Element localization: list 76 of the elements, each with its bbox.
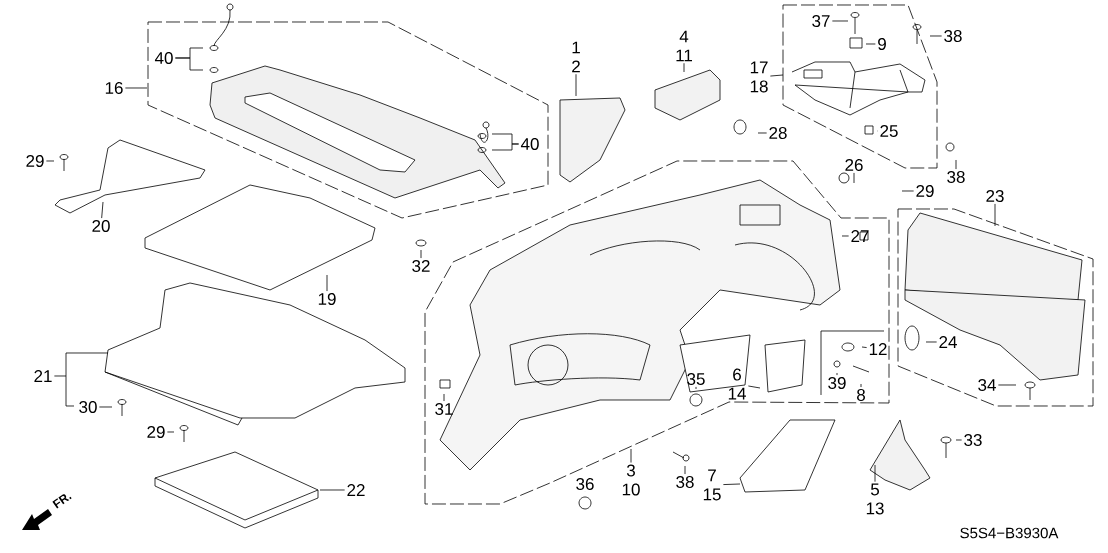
direction-label: FR. (52, 494, 72, 509)
callout-number: 40 (154, 51, 173, 64)
callout-number: 38 (944, 30, 962, 42)
callout-number: 4 11 (676, 30, 692, 62)
leader-line (994, 203, 996, 227)
callout-number: 21 (34, 370, 52, 382)
drawing-code: S5S4−B3930A (960, 527, 1059, 539)
leader-line (955, 159, 957, 170)
callout-number: 38 (947, 170, 965, 183)
leader-line (901, 190, 915, 192)
leader-line (420, 249, 422, 259)
callout-number: 27 (851, 230, 869, 242)
callout-number: 8 (857, 388, 865, 401)
callout-number: 37 (812, 15, 830, 27)
leader-line (326, 274, 328, 292)
callout-number: 9 (878, 37, 886, 50)
callout-number: 38 (676, 475, 694, 488)
callout-number: 23 (986, 189, 1004, 202)
callout-number: 17 18 (750, 61, 768, 93)
leader-line (684, 465, 686, 475)
callout-number: 26 (845, 158, 863, 171)
callout-number: 34 (978, 378, 996, 391)
leader-line (861, 346, 868, 348)
callout-number: 20 (92, 219, 110, 232)
leader-line (860, 383, 862, 388)
leader-line (836, 372, 838, 376)
callout-number: 39 (828, 376, 846, 389)
leader-line (166, 431, 175, 433)
callout-number: 32 (412, 259, 430, 272)
leader-line (101, 201, 104, 219)
callout-number: 6 14 (728, 368, 746, 400)
leader-line (929, 35, 943, 37)
leader-line (319, 489, 346, 491)
callout-number: 35 (687, 372, 705, 385)
leader-line (124, 87, 148, 89)
callout-number: 16 (105, 82, 123, 94)
leader-line (53, 352, 109, 407)
leader-line (955, 439, 963, 441)
callout-number: 40 (520, 137, 539, 150)
leader-line (722, 483, 741, 485)
leader-line (45, 160, 55, 162)
callout-number: 33 (964, 433, 982, 446)
leader-line (865, 43, 876, 45)
callout-number: 3 10 (622, 464, 640, 496)
leader-line (831, 20, 849, 22)
callout-number: 31 (435, 402, 453, 415)
callout-number: 5 13 (866, 483, 884, 515)
callout-number: 29 (26, 154, 44, 167)
leader-line (695, 386, 697, 390)
leader-line (874, 464, 876, 483)
leader-line (757, 132, 768, 134)
leader-line (747, 385, 761, 389)
leader-line (683, 62, 685, 73)
callout-number: 24 (939, 336, 957, 348)
leader-line (491, 143, 520, 151)
callout-number: 36 (576, 477, 594, 490)
callout-number: 30 (79, 400, 97, 413)
callout-number: 7 15 (703, 469, 721, 501)
leader-line (841, 235, 850, 237)
leader-line (98, 406, 113, 408)
callout-number: 1 2 (572, 41, 580, 73)
callout-number: 29 (916, 184, 934, 197)
leader-line (925, 341, 938, 343)
leader-line (630, 448, 632, 463)
callout-number: 12 (869, 343, 887, 355)
leader-line (575, 73, 577, 97)
callout-number: 29 (147, 425, 165, 438)
leader-line (443, 393, 445, 402)
leader-line (853, 172, 855, 184)
leader-line (769, 74, 784, 77)
callout-number: 28 (769, 126, 787, 139)
leader-line (174, 57, 204, 71)
callout-number: 19 (318, 292, 336, 305)
callout-number: 25 (880, 125, 898, 137)
callout-number: 22 (347, 484, 365, 496)
leader-line (997, 384, 1017, 386)
